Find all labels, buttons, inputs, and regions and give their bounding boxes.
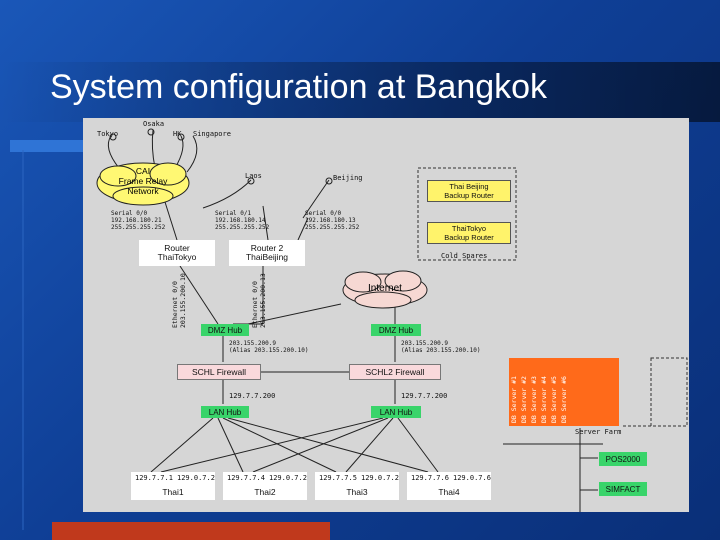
thai2-ip-b: 129.0.7.2: [269, 474, 307, 482]
server-2: DB Server #2: [520, 376, 528, 423]
internet-cloud: [342, 270, 428, 309]
site-hk: HK: [173, 130, 182, 138]
ethernet-label-2: Ethernet 0/0 203.155.200.13: [251, 273, 267, 328]
legend-router-tokyo: ThaiTokyo Backup Router: [427, 222, 511, 244]
lan-ip-right: 129.7.7.200: [401, 392, 448, 400]
server-3: DB Server #3: [530, 376, 538, 423]
ethernet-label-1: Ethernet 0/0 203.155.200.10: [171, 273, 187, 328]
diagram-lines: [96, 128, 688, 512]
serial-label-3: Serial 0/0 192.168.180.13 255.255.255.25…: [305, 210, 360, 231]
frame-relay-cloud: [96, 162, 190, 206]
lan-hub-left: LAN Hub: [201, 406, 249, 418]
server-farm-label: Server Farm: [575, 428, 622, 436]
server-farm-panel: DB Server #1 DB Server #2 DB Server #3 D…: [509, 358, 619, 426]
thai2-label: Thai2: [254, 486, 276, 497]
thai3-ip-b: 129.0.7.2: [361, 474, 399, 482]
thai2-host: 129.7.7.4 129.0.7.2 Thai2: [223, 472, 307, 500]
beijing-node: [325, 177, 333, 185]
simfact-box: SIMFACT: [599, 482, 647, 496]
hk-node: [177, 133, 185, 141]
dmz-hub-right: DMZ Hub: [371, 324, 421, 336]
frame-relay-label: CAI Frame Relay Network: [118, 166, 168, 196]
thai4-host: 129.7.7.6 129.0.7.6 Thai4: [407, 472, 491, 500]
lan-ip-left: 129.7.7.200: [229, 392, 276, 400]
fw-ip-left: 203.155.200.9 (Alias 203.155.200.10): [229, 340, 309, 354]
decor-bar-blue: [10, 140, 100, 152]
title-band: [0, 62, 720, 122]
server-frame: [650, 357, 688, 427]
firewall-schl: SCHL Firewall: [177, 364, 261, 380]
thai1-host: 129.7.7.1 129.0.7.2 Thai1: [131, 472, 215, 500]
tokyo-link: [107, 135, 120, 169]
server-5: DB Server #5: [550, 376, 558, 423]
thai1-ip-b: 129.0.7.2: [177, 474, 215, 482]
server-6: DB Server #6: [560, 376, 568, 423]
tokyo-node: [109, 133, 117, 141]
thai4-label: Thai4: [438, 486, 460, 497]
site-laos: Laos: [245, 172, 262, 180]
hk-link: [174, 135, 184, 169]
cold-spares-label: Cold Spares: [441, 252, 488, 260]
site-tokyo: Tokyo: [97, 130, 119, 138]
router-thaitokyo: Router ThaiTokyo: [139, 240, 215, 266]
thai4-ip-a: 129.7.7.6: [411, 474, 449, 482]
router-thaibeijing: Router 2 ThaiBeijing: [229, 240, 305, 266]
lan-hub-right: LAN Hub: [371, 406, 421, 418]
server-4: DB Server #4: [540, 376, 548, 423]
dmz-hub-left: DMZ Hub: [201, 324, 249, 336]
pos-box: POS2000: [599, 452, 647, 466]
legend-router-beijing: Thai Beijing Backup Router: [427, 180, 511, 202]
thai4-ip-b: 129.0.7.6: [453, 474, 491, 482]
firewall-schl2: SCHL2 Firewall: [349, 364, 441, 380]
fw-ip-right: 203.155.200.9 (Alias 203.155.200.10): [401, 340, 481, 354]
decor-line: [22, 150, 24, 530]
singapore-link: [186, 135, 198, 173]
osaka-link: [151, 129, 156, 169]
laos-link: [202, 179, 252, 209]
thai1-ip-a: 129.7.7.1: [135, 474, 173, 482]
serial-label-1: Serial 0/0 192.168.180.21 255.255.255.25…: [111, 210, 166, 231]
thai2-ip-a: 129.7.7.4: [227, 474, 265, 482]
thai3-ip-a: 129.7.7.5: [319, 474, 357, 482]
thai1-label: Thai1: [162, 486, 184, 497]
beijing-link: [302, 179, 330, 219]
site-osaka: Osaka: [143, 120, 165, 128]
laos-node: [247, 177, 255, 185]
thai3-host: 129.7.7.5 129.0.7.2 Thai3: [315, 472, 399, 500]
internet-label: Internet: [368, 283, 402, 294]
site-singapore: Singapore: [193, 130, 231, 138]
site-beijing: Beijing: [333, 174, 363, 182]
osaka-node: [147, 128, 155, 136]
server-1: DB Server #1: [510, 376, 518, 423]
serial-label-2: Serial 0/1 192.168.180.14 255.255.255.25…: [215, 210, 270, 231]
decor-bar-red: [52, 522, 330, 540]
network-diagram: Tokyo Osaka HK Singapore Laos Beijing CA…: [83, 118, 689, 512]
thai3-label: Thai3: [346, 486, 368, 497]
slide-title: System configuration at Bangkok: [50, 68, 548, 106]
